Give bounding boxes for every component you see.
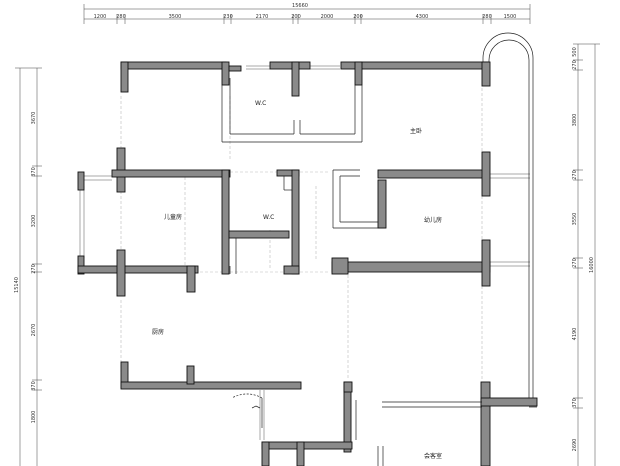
top-dimension-8: 200 <box>353 14 363 20</box>
right-dimension-chain: 16000 3800 270 3550 270 4190 370 2690 50… <box>572 43 600 466</box>
top-dimension-1: 1200 <box>94 14 107 20</box>
left-dimension-2: 370 <box>31 167 37 177</box>
top-dimension-10: 280 <box>482 14 492 20</box>
room-label-kids-room: 幼儿房 <box>424 216 442 224</box>
right-dimension-7: 2690 <box>572 439 578 452</box>
top-dimension-4: 230 <box>223 14 233 20</box>
right-dimension-4: 270 <box>572 258 578 268</box>
room-label-kitchen: 厨房 <box>152 328 164 336</box>
top-dimension-2: 280 <box>116 14 126 20</box>
top-dimension-6: 200 <box>291 14 301 20</box>
room-labels: W.C 主卧 儿童房 W.C 幼儿房 厨房 会客室 <box>152 100 442 460</box>
door-swing <box>231 393 263 428</box>
left-dimension-5: 2670 <box>31 324 37 337</box>
windows <box>79 65 530 440</box>
top-total-dimension: 15660 <box>292 3 308 9</box>
left-dimension-1: 3670 <box>31 112 37 125</box>
right-dimension-5: 4190 <box>572 328 578 341</box>
room-label-wc-upper: W.C <box>255 100 266 107</box>
room-label-master-bedroom: 主卧 <box>410 127 422 135</box>
alignment-guides <box>120 88 483 380</box>
right-dimension-top-1: 500 <box>572 47 578 57</box>
left-dimension-3: 3200 <box>31 215 37 228</box>
curved-balcony <box>482 32 537 408</box>
top-dimension-5: 2170 <box>256 14 269 20</box>
left-dimension-chain: 15140 3670 370 3200 270 2670 370 1800 <box>14 67 42 466</box>
right-dimension-3: 3550 <box>572 213 578 226</box>
room-label-guest-room: 会客室 <box>424 452 442 460</box>
room-label-wc-middle: W.C <box>263 214 274 221</box>
left-dimension-6: 370 <box>31 381 37 391</box>
right-dimension-6: 370 <box>572 398 578 408</box>
left-total-dimension: 15140 <box>14 277 20 293</box>
right-dimension-1: 3800 <box>572 114 578 127</box>
top-dimension-11: 1500 <box>504 14 517 20</box>
walls <box>77 61 538 466</box>
left-dimension-7: 1800 <box>31 411 37 424</box>
left-dimension-4: 270 <box>31 264 37 274</box>
top-dimension-9: 4300 <box>416 14 429 20</box>
top-dimension-7: 2000 <box>321 14 334 20</box>
top-dimension-chain: 15660 1200 280 3500 230 2170 200 2000 20… <box>83 3 531 24</box>
room-label-child-room: 儿童房 <box>164 213 182 221</box>
right-dimension-top-2: 270 <box>572 60 578 70</box>
top-dimension-3: 3500 <box>169 14 182 20</box>
right-dimension-2: 270 <box>572 170 578 180</box>
right-total-dimension: 16000 <box>589 257 595 273</box>
